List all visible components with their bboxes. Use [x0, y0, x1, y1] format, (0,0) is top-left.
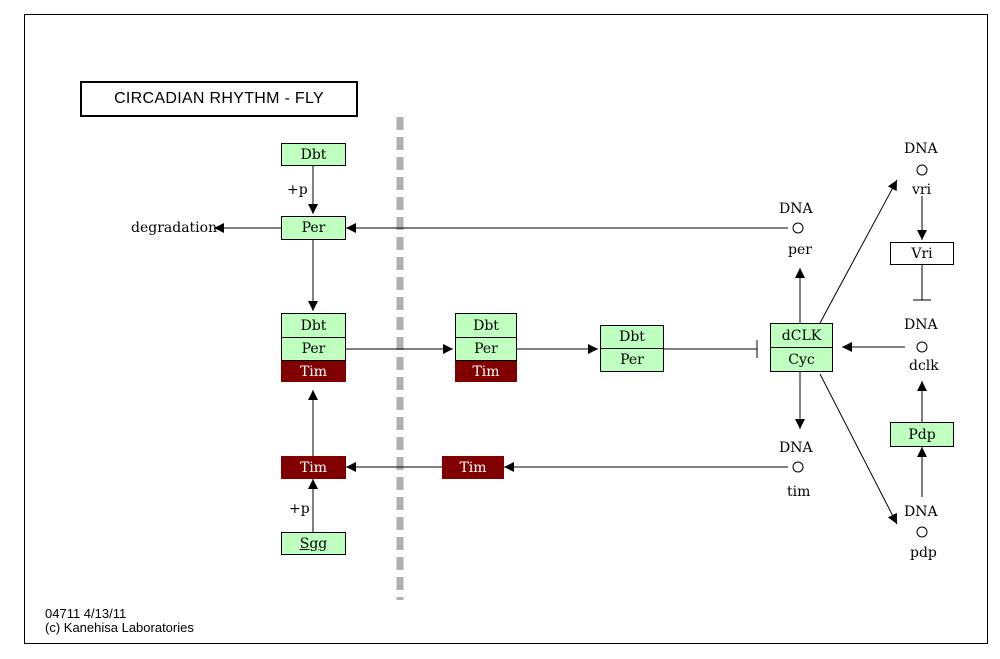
gene-dclk-label: dclk: [909, 358, 939, 374]
dna-pdp-label: DNA: [904, 504, 938, 520]
dna-dclk-label: DNA: [904, 317, 938, 333]
gene-tim-label: tim: [787, 484, 811, 500]
dna-tim-label: DNA: [779, 440, 813, 456]
edge-dclk-vridna: [819, 179, 898, 324]
node-complex-nuclear-per[interactable]: Per: [600, 348, 664, 372]
footer-copyright: (c) Kanehisa Laboratories: [45, 620, 194, 635]
node-complex-left-dbt[interactable]: Dbt: [281, 313, 346, 338]
node-complex-left-per[interactable]: Per: [281, 337, 346, 361]
node-complex-mid-per[interactable]: Per: [455, 337, 517, 361]
node-dclk[interactable]: dCLK: [770, 323, 833, 348]
footer-id-date: 04711 4/13/11: [45, 606, 127, 621]
pathway-title: CIRCADIAN RHYTHM - FLY: [80, 81, 358, 117]
node-complex-mid-tim[interactable]: Tim: [455, 361, 517, 382]
label-phospho-bottom: +p: [289, 501, 310, 517]
node-complex-left-tim[interactable]: Tim: [281, 361, 346, 382]
label-degradation: degradation: [131, 220, 218, 236]
label-phospho-top: +p: [287, 182, 308, 198]
node-vri[interactable]: Vri: [890, 242, 954, 265]
gene-pdp-label: pdp: [910, 545, 937, 561]
diagram-frame: [24, 14, 988, 644]
edge-dclk-pdpdna: [819, 373, 898, 525]
node-sgg[interactable]: Sgg: [281, 532, 346, 555]
node-complex-nuclear-dbt[interactable]: Dbt: [600, 325, 664, 349]
node-per-top[interactable]: Per: [281, 216, 346, 240]
dna-per-label: DNA: [779, 201, 813, 217]
node-dbt-top[interactable]: Dbt: [281, 143, 346, 166]
node-cyc[interactable]: Cyc: [770, 347, 833, 372]
node-pdp[interactable]: Pdp: [890, 422, 954, 447]
dna-vri-label: DNA: [904, 141, 938, 157]
gene-vri-label: vri: [912, 182, 932, 198]
dna-pdp-circle: [916, 526, 928, 538]
dna-dclk-circle: [916, 341, 928, 353]
dna-per-circle: [792, 222, 804, 234]
node-complex-mid-dbt[interactable]: Dbt: [455, 313, 517, 338]
dna-tim-circle: [792, 461, 804, 473]
dna-vri-circle: [916, 164, 928, 176]
gene-per-label: per: [788, 242, 812, 258]
node-tim-left[interactable]: Tim: [281, 456, 346, 479]
node-tim-mid[interactable]: Tim: [442, 456, 504, 479]
